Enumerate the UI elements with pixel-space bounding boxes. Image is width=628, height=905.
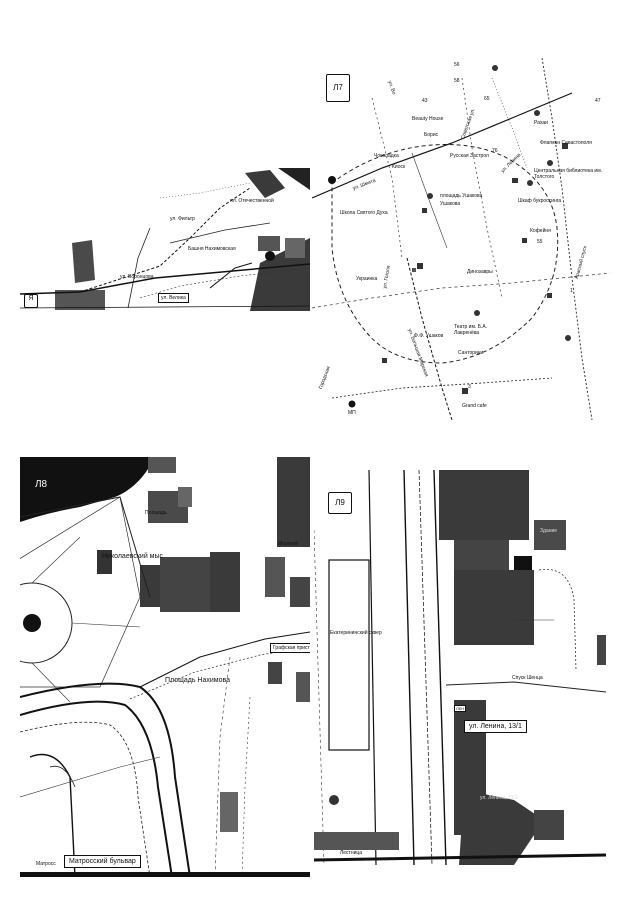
- poi-label: Украинка: [356, 276, 378, 282]
- map-label: 43: [422, 98, 428, 104]
- place-label: Плошадь: [145, 510, 167, 516]
- map-label: Башня Нахимовская: [188, 246, 236, 252]
- map-id-label: Я: [24, 294, 38, 308]
- place-label: Морской: [278, 541, 299, 547]
- place-label: Здание: [540, 528, 558, 534]
- top-left-map-svg: [20, 168, 310, 311]
- map-label: 58: [454, 78, 460, 84]
- address-label-box: ул. Ленина, 13/1: [464, 720, 527, 733]
- map-label: ул. Воронцова: [120, 274, 154, 280]
- map-id-label: Л8: [26, 471, 56, 499]
- map-label: 3: [468, 384, 471, 390]
- poi-label: Киоск: [392, 164, 406, 170]
- poi-label: Театр им. Б.А. Лавренёва: [454, 324, 488, 336]
- building-block: [55, 290, 105, 310]
- map-panel-top-left: Я ул. Велика ул. Фильтр Башня Нахимовска…: [20, 168, 310, 311]
- l8-map-svg: [20, 457, 310, 877]
- map-label: 56: [454, 62, 460, 68]
- street-label: Матросс: [36, 861, 56, 867]
- poi-label: Школа Святого Духа: [340, 210, 388, 216]
- map-label: 76: [492, 148, 498, 154]
- place-label: Екатерининский сквер: [330, 630, 382, 636]
- sign-label: ЛЕН: [454, 705, 467, 712]
- l9-map-svg: [314, 470, 606, 865]
- map-panel-l8: Л8 Николаевский мыс Площадь Нахимова Пло…: [20, 457, 310, 877]
- map-id-label: Л7: [326, 74, 350, 102]
- poi-label: МП: [348, 410, 356, 416]
- poi-label: Рахаи: [534, 120, 548, 126]
- place-label: Николаевский мыс: [102, 553, 164, 560]
- map-label: 1: [570, 288, 573, 294]
- map-label: 47: [595, 98, 601, 104]
- map-id-label: Л9: [328, 492, 352, 514]
- poi-label: Ф.Ф. Ушаков: [414, 333, 444, 339]
- poi-label: Ушакова: [440, 201, 461, 207]
- building-block: [258, 236, 280, 251]
- street-label: Спуск Шенца: [512, 675, 543, 681]
- map-panel-l9: Л9 Екатерининский сквер Спуск Шенца ул. …: [314, 470, 606, 865]
- l7-map-svg: [312, 58, 610, 420]
- poi-label: Центральная библиотека им. Толстого: [534, 168, 603, 180]
- street-label-box: Матросский бульвар: [64, 855, 141, 868]
- poi-label: Кофейня: [530, 228, 551, 234]
- building-block: [285, 238, 305, 258]
- poi-label: Санторини: [458, 350, 484, 356]
- poi-label: Шкаф букроссинга: [518, 198, 562, 204]
- poi-label: Beauty House: [412, 116, 444, 122]
- poi-label: Чоколадка: [374, 153, 399, 159]
- poi-label: Флагман Севастополя: [540, 140, 592, 146]
- map-label: 55: [537, 239, 543, 245]
- poi-label: Борис: [424, 132, 439, 138]
- poi-label: Русская Застрол: [450, 153, 489, 159]
- monument-icon: [265, 251, 275, 261]
- building-block: [245, 170, 285, 198]
- map-panel-l7: Л7 56 58 43 65 47 76 55 1 3 Beauty House…: [312, 58, 610, 420]
- water-area: [278, 168, 310, 190]
- map-label: пл. Отечественной: [230, 198, 274, 204]
- map-label: ул. Фильтр: [170, 216, 195, 222]
- address-label: ул. Ленина, 13/3: [480, 795, 518, 801]
- place-label-box: Графская прист: [270, 643, 310, 653]
- poi-label: Grand cafe: [462, 403, 487, 409]
- map-label: 65: [484, 96, 490, 102]
- street-label-box: ул. Велика: [158, 293, 189, 303]
- building-block: [72, 240, 95, 283]
- poi-label: площадь Ушакова: [440, 193, 483, 199]
- place-label: Площадь Нахимова: [165, 677, 231, 684]
- poi-label: Динозавры: [467, 269, 493, 275]
- place-label: Лестница: [340, 850, 363, 856]
